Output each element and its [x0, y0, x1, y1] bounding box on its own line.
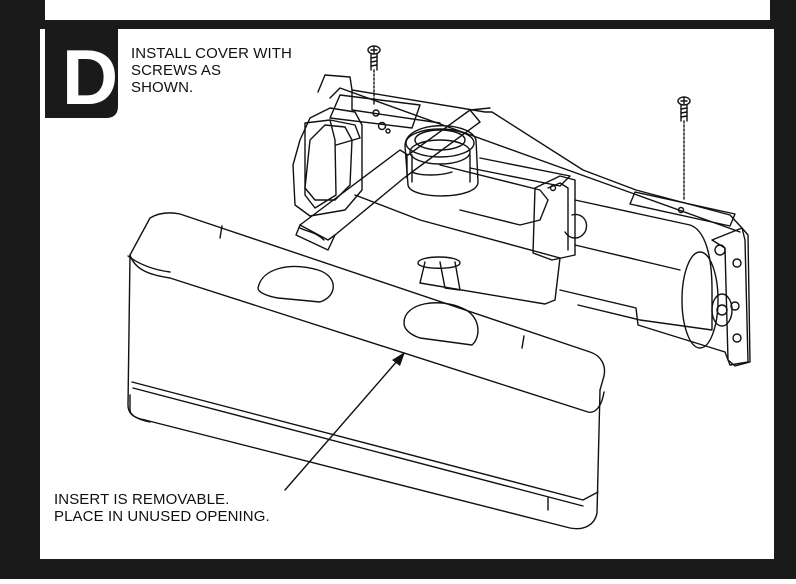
closer-cover — [127, 212, 606, 530]
instruction-text: INSTALL COVER WITH SCREWS AS SHOWN. — [131, 45, 361, 96]
callout-text: INSERT IS REMOVABLE. PLACE IN UNUSED OPE… — [54, 491, 354, 525]
callout-leader — [284, 359, 399, 491]
instruction-line-3: SHOWN. — [131, 79, 194, 96]
callout-line-1: INSERT IS REMOVABLE. — [54, 491, 230, 508]
callout-arrowhead-icon — [392, 352, 405, 366]
step-letter: D — [61, 33, 119, 121]
closer-arm — [295, 107, 491, 251]
callout-line-2: PLACE IN UNUSED OPENING. — [54, 508, 270, 525]
instruction-line-1: INSTALL COVER WITH — [131, 45, 292, 62]
closer-body — [292, 74, 751, 367]
instruction-line-2: SCREWS AS — [131, 62, 222, 79]
screw-left-icon — [367, 45, 381, 105]
step-badge — [45, 29, 118, 118]
screw-right-icon — [677, 96, 691, 201]
